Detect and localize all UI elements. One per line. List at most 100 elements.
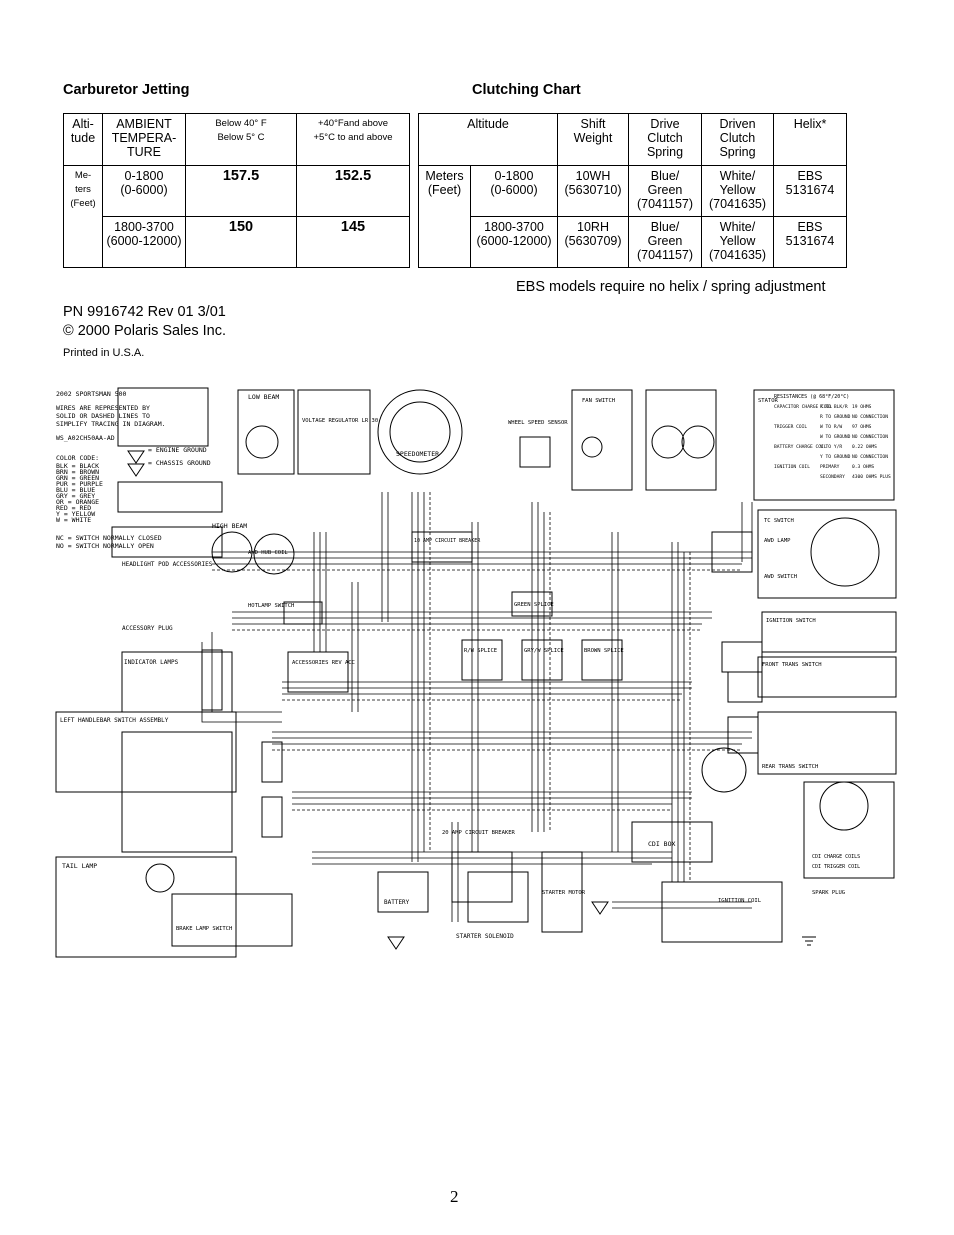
resistance-cell: W TO GROUND [820, 434, 851, 440]
accessory-plug-label: ACCESSORY PLUG [122, 625, 173, 632]
voltage-regulator-label: VOLTAGE REGULATOR LR 30 [302, 418, 378, 424]
ignition-coil-label: IGNITION COIL [718, 898, 762, 904]
circuit-breaker-10-label: 10 AMP CIRCUIT BREAKER [414, 538, 481, 544]
rw-splice-label: R/W SPLICE [464, 648, 497, 654]
clutch-col-driven: Driven Clutch Spring [701, 113, 775, 166]
high-beam-label: HIGH BEAM [212, 522, 247, 530]
resistance-cell: TRIGGER COIL [774, 424, 807, 430]
clutch-col-drive: Drive Clutch Spring [628, 113, 703, 166]
carb-jet-below: 150 [185, 216, 297, 268]
brake-lamp-switch-label: BRAKE LAMP SWITCH [176, 926, 232, 932]
diagram-code: WS_A02CH50AA-AD [56, 434, 115, 442]
clutch-drive: Blue/ Green (7041157) [628, 165, 703, 217]
clutch-range: 0-1800 (0-6000) [469, 165, 559, 217]
fan-switch-label: FAN SWITCH [582, 398, 615, 404]
carb-table: Alti- tude AMBIENT TEMPERA- TURE Below 4… [63, 113, 410, 268]
diagram-title: 2002 SPORTSMAN 500 [56, 390, 127, 398]
clutch-col-altitude: Altitude [417, 113, 559, 166]
clutch-note: EBS models require no helix / spring adj… [516, 279, 826, 295]
carb-jet-above: 152.5 [296, 165, 410, 217]
carb-col-altitude: Alti- tude [63, 113, 103, 166]
switch-note: NC = SWITCH NORMALLY CLOSED [56, 534, 162, 542]
diagram-intro-line: SOLID OR DASHED LINES TO [56, 412, 150, 420]
carb-jet-above: 145 [296, 216, 410, 268]
resistance-cell: PRIMARY [820, 464, 840, 470]
accessories-label: ACCESSORIES REV ACC [292, 660, 355, 666]
speedometer-label: SPEEDOMETER [396, 450, 439, 458]
ignition-switch-label: IGNITION SWITCH [766, 618, 816, 624]
carb-col-below: Below 40° F Below 5° C [185, 113, 297, 166]
carb-heading: Carburetor Jetting [63, 82, 190, 98]
breaker-20-label: 20 AMP CIRCUIT BREAKER [442, 830, 516, 836]
carb-unit-label: Me- ters (Feet) [63, 165, 103, 268]
resistance-cell: CAPACITOR CHARGE COIL [774, 404, 832, 410]
resistance-cell: NO CONNECTION [852, 414, 888, 420]
color-code-entry: GRY = GREY [56, 492, 95, 500]
green-splice-label: GREEN SPLICE [514, 602, 554, 608]
color-code-entry: GRN = GREEN [56, 474, 99, 482]
wiring-diagram: 2002 SPORTSMAN 500 WIRES ARE REPRESENTED… [55, 387, 897, 958]
tail-lamp-label: TAIL LAMP [62, 862, 97, 870]
clutch-helix: EBS 5131674 [773, 216, 848, 268]
clutch-helix: EBS 5131674 [773, 165, 848, 217]
diagram-intro-line: SIMPLIFY TRACING IN DIAGRAM. [56, 420, 166, 428]
resistance-cell: Y TO GROUND [820, 454, 851, 460]
stator-label: STATOR [758, 398, 779, 404]
carb-range: 0-1800 (0-6000) [102, 165, 186, 217]
resistance-cell: SECONDARY [820, 474, 845, 480]
clutch-shift: 10RH (5630709) [557, 216, 630, 268]
printed-in: Printed in U.S.A. [63, 347, 145, 359]
part-number: PN 9916742 Rev 01 3/01 [63, 304, 226, 320]
hotlamp-switch-label: HOTLAMP SWITCH [248, 603, 294, 609]
rear-trans-switch-label: REAR TRANS SWITCH [762, 764, 818, 770]
clutch-driven: White/ Yellow (7041635) [701, 216, 775, 268]
clutch-shift: 10WH (5630710) [557, 165, 630, 217]
carb-jet-below: 157.5 [185, 165, 297, 217]
cdi-box-label: CDI BOX [648, 840, 675, 848]
headlight-pod-label: HEADLIGHT POD ACCESSORIES [122, 561, 213, 568]
resistance-cell: 19 OHMS [852, 404, 872, 410]
color-code-title: COLOR CODE: [56, 454, 99, 462]
resistance-cell: IGNITION COIL [774, 464, 810, 470]
chassis-ground-legend: = CHASSIS GROUND [148, 459, 211, 467]
resistance-cell: 0.3 OHMS [852, 464, 874, 470]
awd-lamp-label: AWD LAMP [764, 538, 791, 544]
copyright: © 2000 Polaris Sales Inc. [63, 323, 227, 339]
color-code-entry: RED = RED [56, 504, 91, 512]
color-code-entry: BLK = BLACK [56, 462, 99, 470]
left-handlebar-label: LEFT HANDLEBAR SWITCH ASSEMBLY [60, 717, 169, 724]
color-code-entry: BRN = BROWN [56, 468, 99, 476]
starter-motor-label: STARTER MOTOR [542, 890, 586, 896]
resistances-title: RESISTANCES (@ 68°F/20°C) [774, 394, 849, 400]
color-code-entry: Y = YELLOW [56, 510, 95, 518]
spark-plug-label: SPARK PLUG [812, 890, 845, 896]
resistance-cell: 97 OHMS [852, 424, 872, 430]
carb-col-above: +40°Fand above +5°C to and above [296, 113, 410, 166]
color-code-entry: PUR = PURPLE [56, 480, 103, 488]
tc-switch-label: TC SWITCH [764, 518, 794, 524]
battery-label: BATTERY [384, 899, 410, 906]
resistance-cell: NO CONNECTION [852, 454, 888, 460]
clutch-col-helix: Helix* [773, 113, 848, 166]
wheel-speed-sensor-label: WHEEL SPEED SENSOR [508, 420, 568, 426]
front-trans-switch-label: FRONT TRANS SWITCH [762, 662, 822, 668]
resistance-cell: R TO BLK/R [820, 404, 848, 410]
page-number: 2 [450, 1187, 459, 1206]
resistance-cell: 4300 OHMS PLUS [852, 474, 891, 480]
diagram-intro-line: WIRES ARE REPRESENTED BY [56, 404, 150, 412]
clutch-driven: White/ Yellow (7041635) [701, 165, 775, 217]
resistance-cell: BATTERY CHARGE COIL [774, 444, 827, 450]
clutch-table: Altitude Shift Weight Drive Clutch Sprin… [417, 113, 848, 268]
resistance-cell: W TO R/W [820, 424, 842, 430]
clutch-unit-label: Meters (Feet) [418, 165, 471, 268]
starter-solenoid-label: STARTER SOLENOID [456, 933, 514, 940]
clutch-col-shift: Shift Weight [557, 113, 630, 166]
clutch-range: 1800-3700 (6000-12000) [469, 216, 559, 268]
clutch-drive: Blue/ Green (7041157) [628, 216, 703, 268]
switch-note: NO = SWITCH NORMALLY OPEN [56, 542, 154, 550]
brown-splice-label: BROWN SPLICE [584, 648, 624, 654]
awd-switch-label: AWD SWITCH [764, 574, 797, 580]
color-code-entry: OR = ORANGE [56, 498, 99, 506]
resistance-cell: NO CONNECTION [852, 434, 888, 440]
